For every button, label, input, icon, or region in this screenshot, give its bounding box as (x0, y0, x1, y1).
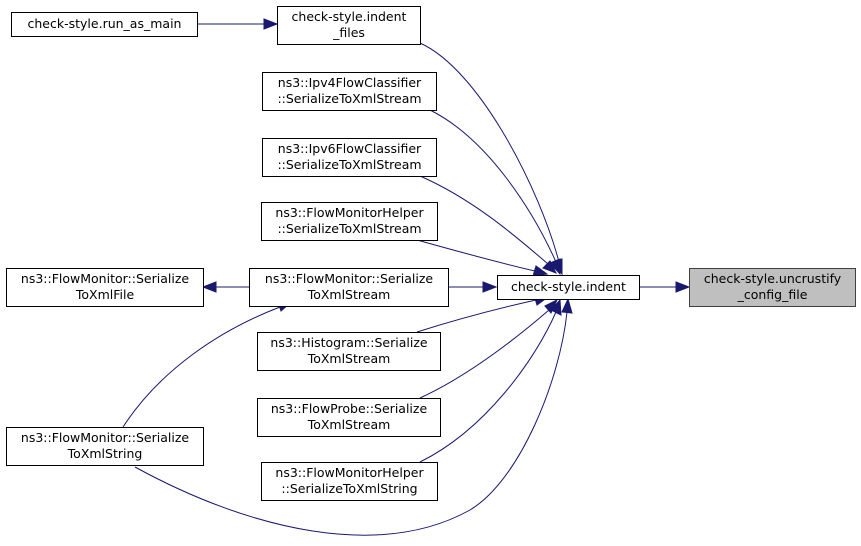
arrowhead-icon (201, 281, 217, 293)
node-box (6, 268, 204, 307)
node-box (261, 202, 438, 241)
edge-ipv6-to-indent (419, 175, 549, 265)
node-label-line: ns3::Histogram::Serialize (270, 335, 427, 350)
node-label-line: check-style.indent (292, 9, 407, 24)
node-label-line: ::SerializeToXmlString (281, 481, 417, 496)
node-label-line: ns3::Ipv4FlowClassifier (278, 75, 422, 90)
node-indent[interactable]: check-style.indent (497, 275, 640, 300)
arrowhead-icon (542, 260, 558, 274)
node-indent-files[interactable]: check-style.indent_files (277, 6, 421, 45)
node-label-line: ns3::FlowMonitorHelper (275, 465, 424, 480)
node-label-line: check-style.run_as_main (28, 16, 182, 31)
node-box (689, 268, 856, 307)
node-label-line: ::SerializeToXmlStream (277, 157, 421, 172)
node-ipv4[interactable]: ns3::Ipv4FlowClassifier::SerializeToXmlS… (262, 72, 437, 111)
node-box (497, 275, 640, 300)
node-fmh-string[interactable]: ns3::FlowMonitorHelper::SerializeToXmlSt… (261, 462, 438, 501)
edge-fmh-string-to-indent (419, 311, 557, 463)
node-fm-string[interactable]: ns3::FlowMonitor::SerializeToXmlString (6, 427, 204, 466)
node-run-as-main[interactable]: check-style.run_as_main (11, 12, 198, 37)
node-label-line: ToXmlFile (75, 287, 135, 302)
node-label-line: ToXmlString (67, 446, 143, 461)
node-box (262, 72, 437, 111)
edge-fm-string-to-indent (134, 311, 568, 536)
arrowhead-icon (561, 297, 573, 314)
node-label-line: _files (332, 25, 365, 40)
arrowhead-icon (263, 18, 279, 30)
arrowhead-icon (549, 258, 561, 276)
edge-ipv4-to-indent (429, 109, 557, 263)
edge-histogram-to-indent (416, 299, 537, 333)
node-box (257, 398, 441, 437)
node-box (249, 268, 449, 307)
node-histogram[interactable]: ns3::Histogram::SerializeToXmlStream (257, 332, 441, 371)
arrowhead-icon (550, 298, 562, 316)
node-label-line: ToXmlStream (307, 351, 391, 366)
node-probe[interactable]: ns3::FlowProbe::SerializeToXmlStream (257, 398, 441, 437)
node-uncrustify: check-style.uncrustify_config_file (689, 268, 856, 307)
node-label-line: ToXmlStream (307, 287, 391, 302)
node-label-line: ToXmlStream (307, 417, 391, 432)
node-label-line: check-style.indent (511, 279, 626, 294)
node-box (277, 6, 421, 45)
edge-probe-to-indent (419, 309, 550, 399)
node-label-line: ns3::Ipv6FlowClassifier (278, 141, 422, 156)
edge-indent-files-to-indent (419, 42, 560, 263)
node-box (261, 462, 438, 501)
node-label-line: ns3::FlowMonitor::Serialize (21, 430, 189, 445)
node-label-line: ns3::FlowMonitor::Serialize (21, 271, 189, 286)
node-label-line: ::SerializeToXmlStream (277, 91, 421, 106)
arrowhead-icon (675, 281, 691, 293)
node-ipv6[interactable]: ns3::Ipv6FlowClassifier::SerializeToXmlS… (262, 138, 437, 177)
node-box (262, 138, 437, 177)
node-box (11, 12, 198, 37)
node-label-line: ::SerializeToXmlStream (277, 221, 421, 236)
edge-fm-string-to-fm-stream (122, 306, 281, 428)
node-fm-stream[interactable]: ns3::FlowMonitor::SerializeToXmlStream (249, 268, 449, 307)
arrowhead-icon (482, 281, 498, 293)
node-box (6, 427, 204, 466)
node-label-line: ns3::FlowProbe::Serialize (271, 401, 428, 416)
node-label-line: _config_file (737, 287, 808, 302)
node-label-line: ns3::FlowMonitorHelper (275, 205, 424, 220)
node-box (257, 332, 441, 371)
node-fmh-stream[interactable]: ns3::FlowMonitorHelper::SerializeToXmlSt… (261, 202, 438, 241)
node-label-line: check-style.uncrustify (704, 271, 842, 286)
edge-fmh-stream-to-indent (416, 239, 536, 272)
node-label-line: ns3::FlowMonitor::Serialize (265, 271, 433, 286)
